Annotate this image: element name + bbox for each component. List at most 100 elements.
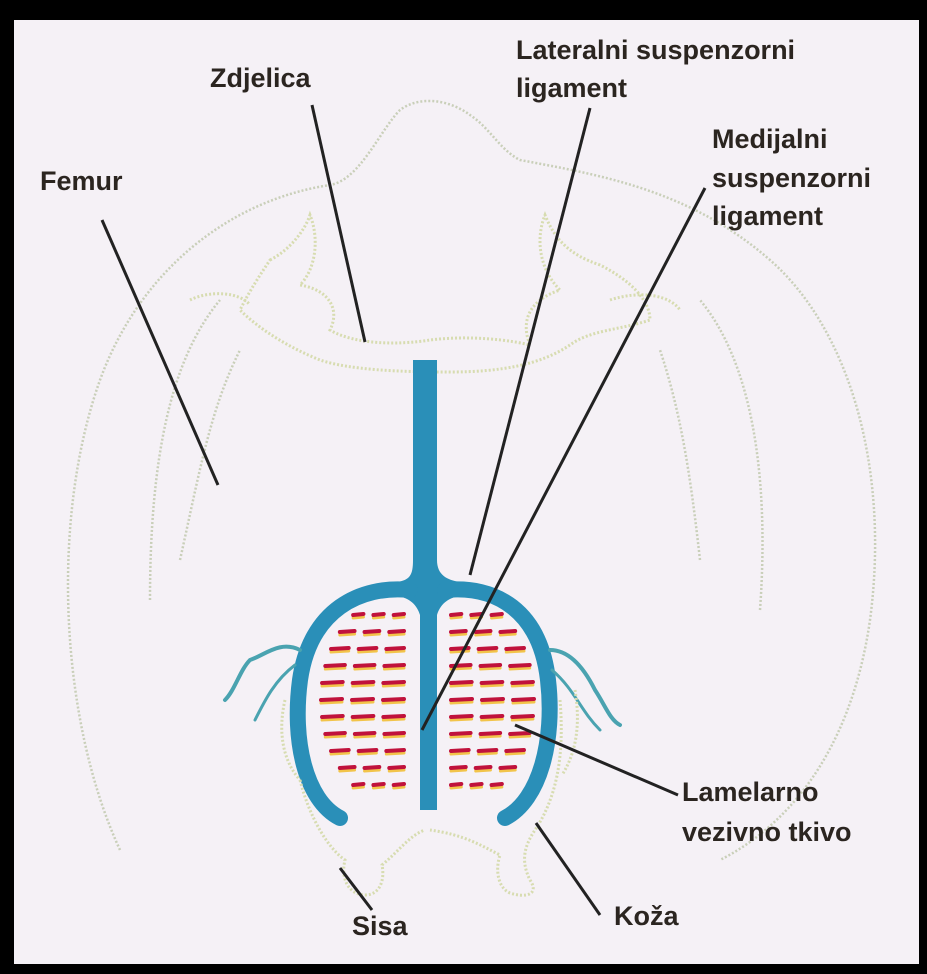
lamella [451, 750, 469, 751]
lamella [373, 614, 383, 615]
lamella [321, 699, 342, 700]
lamella-glow [476, 634, 491, 635]
label-koza: Koža [614, 900, 679, 932]
lamella [384, 665, 404, 666]
lamella-glow [321, 702, 342, 703]
lamella [481, 733, 501, 734]
lamella-glow [492, 617, 502, 618]
lamella [365, 767, 380, 768]
label-lamelarno-2: vezivno tkivo [682, 816, 852, 848]
lamella [500, 767, 515, 768]
lamella-glow [389, 634, 404, 635]
lamella [492, 784, 502, 785]
label-femur: Femur [40, 165, 123, 197]
lamella-glow [383, 685, 404, 686]
lamella-glow [353, 787, 363, 788]
lamella [394, 784, 404, 785]
lamella-glow [451, 753, 469, 754]
lamella [482, 682, 503, 683]
lamella [340, 767, 355, 768]
lamella [451, 614, 461, 615]
lamella [481, 665, 501, 666]
lamella-glow [373, 787, 383, 788]
lamella-glow [492, 787, 502, 788]
lamella [322, 716, 343, 717]
lamella-glow [451, 634, 466, 635]
lamella [451, 767, 466, 768]
lamella-glow [386, 753, 404, 754]
lamella-glow [373, 617, 383, 618]
lamella-glow [355, 668, 375, 669]
lamella-glow [513, 702, 534, 703]
lamella-glow [353, 719, 374, 720]
label-medijalni-1: Medijalni [712, 123, 828, 155]
lamella [355, 665, 375, 666]
lamella-glow [506, 753, 524, 754]
diagram-panel: Femur Zdjelica Lateralni suspenzorni lig… [14, 20, 919, 964]
lamella [322, 682, 343, 683]
lamella [512, 682, 533, 683]
lamella-glow [353, 617, 363, 618]
lamella [353, 716, 374, 717]
label-medijalni-2: suspenzorni [712, 162, 871, 194]
lamella-glow [451, 736, 471, 737]
lamella-glow [500, 770, 515, 771]
lamella [386, 750, 404, 751]
label-lateralni-2: ligament [516, 72, 627, 104]
lamella [471, 784, 481, 785]
lamella [482, 699, 503, 700]
lamella [451, 716, 472, 717]
lamella-glow [512, 685, 533, 686]
lamella [353, 784, 363, 785]
lamella-glow [389, 770, 404, 771]
lamella [451, 784, 461, 785]
lamella-glow [512, 719, 533, 720]
lamella-glow [340, 770, 355, 771]
lamella-glow [365, 770, 380, 771]
lamella-glow [506, 651, 524, 652]
label-lateralni-1: Lateralni suspenzorni [516, 34, 795, 66]
lamella [340, 631, 355, 632]
lamella-glow [322, 685, 343, 686]
lamella [394, 614, 404, 615]
lamella [373, 784, 383, 785]
lamella-glow [384, 668, 404, 669]
lamella-glow [482, 719, 503, 720]
lamella-glow [481, 668, 501, 669]
lamella-glow [383, 702, 404, 703]
lamella [451, 631, 466, 632]
lamella [353, 682, 374, 683]
lamella [513, 699, 534, 700]
lamella-glow [331, 753, 349, 754]
lamella-glow [383, 719, 404, 720]
lamella-glow [384, 736, 404, 737]
leader-zdjelica [312, 105, 365, 342]
lamella-glow [352, 702, 373, 703]
lamella [479, 648, 497, 649]
lamella [500, 631, 515, 632]
lamella [510, 733, 530, 734]
lamella [365, 631, 380, 632]
lamella-glow [451, 685, 472, 686]
lamella-glow [476, 770, 491, 771]
lamella-glow [481, 736, 501, 737]
lamella [359, 648, 377, 649]
lamella-glow [510, 736, 530, 737]
lamella-glow [355, 736, 375, 737]
leader-lateralni [470, 108, 590, 575]
lamella-glow [365, 634, 380, 635]
lamella [471, 614, 481, 615]
lamella [510, 665, 530, 666]
leader-femur [102, 220, 218, 485]
lamella-glow [353, 685, 374, 686]
lamella [352, 699, 373, 700]
leader-sisa [340, 868, 372, 910]
lamella [451, 682, 472, 683]
lamella-glow [500, 634, 515, 635]
lamella-glow [325, 668, 345, 669]
lamella-glow [482, 685, 503, 686]
lamella-glow [359, 753, 377, 754]
leader-lines [102, 105, 705, 915]
lamella-glow [340, 634, 355, 635]
